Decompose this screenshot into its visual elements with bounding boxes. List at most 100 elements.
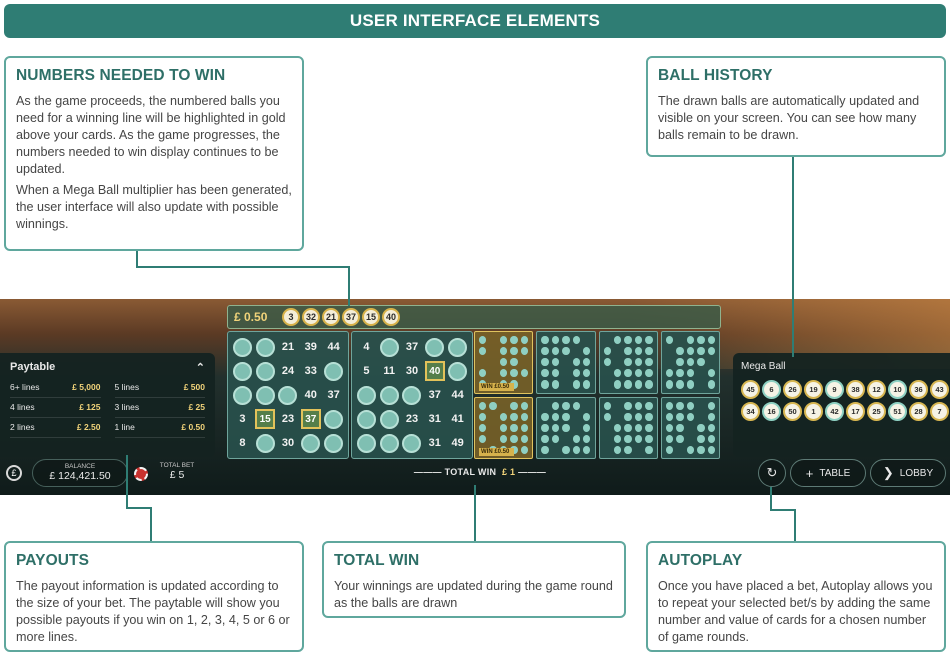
add-table-button[interactable]: +TABLE (790, 459, 866, 487)
card-cell[interactable]: 49 (447, 432, 468, 454)
mini-dot (520, 434, 529, 443)
mini-dot (686, 369, 695, 378)
card-cell[interactable]: 40 (300, 384, 321, 406)
paytable-payout: £ 25 (188, 402, 205, 412)
card-cell[interactable]: 15 (255, 408, 276, 430)
card-cell[interactable]: 33 (300, 360, 321, 382)
card-cell[interactable] (232, 360, 253, 382)
card-cell[interactable]: 40 (424, 360, 445, 382)
mini-card-dots (478, 335, 529, 390)
mini-card[interactable] (536, 396, 596, 459)
mini-dot (520, 347, 529, 356)
card-cell[interactable] (323, 360, 344, 382)
mini-card[interactable]: WIN £0.50 (474, 396, 534, 459)
card-cell[interactable] (255, 336, 276, 358)
card-cell[interactable] (447, 336, 468, 358)
mini-dot (489, 413, 496, 421)
mini-dot (613, 434, 622, 443)
card-cell[interactable] (424, 336, 445, 358)
paytable-row: 2 lines£ 2.50 (10, 422, 101, 438)
card-number: 39 (304, 341, 317, 353)
mini-card[interactable] (660, 396, 720, 459)
mini-dot (665, 380, 674, 389)
page-header: USER INTERFACE ELEMENTS (4, 4, 946, 38)
card-cell[interactable] (356, 432, 377, 454)
card-cell[interactable]: 21 (278, 336, 299, 358)
card-cell[interactable] (232, 336, 253, 358)
mini-dot (572, 380, 581, 389)
card-cell[interactable]: 30 (402, 360, 423, 382)
mini-dot (676, 446, 683, 454)
mini-card[interactable] (598, 396, 658, 459)
mini-dot (614, 402, 621, 410)
card-cell[interactable] (323, 432, 344, 454)
mini-dot (624, 358, 632, 367)
mini-card[interactable] (660, 331, 720, 394)
card-cell[interactable]: 23 (278, 408, 299, 430)
card-cell[interactable] (379, 432, 400, 454)
card-cell[interactable] (300, 432, 321, 454)
card-cell[interactable] (402, 384, 423, 406)
chevron-up-icon[interactable]: ⌃ (195, 362, 205, 374)
card-cell[interactable]: 3 (232, 408, 253, 430)
mini-card[interactable]: WIN £0.50 (474, 331, 534, 394)
card-cell[interactable]: 44 (447, 384, 468, 406)
card-cell[interactable]: 39 (300, 336, 321, 358)
card-cell[interactable] (379, 384, 400, 406)
card-cell[interactable]: 37 (300, 408, 321, 430)
card-cell[interactable] (402, 432, 423, 454)
mini-dot (613, 369, 622, 378)
card-cell[interactable] (356, 408, 377, 430)
card-cell[interactable]: 24 (278, 360, 299, 382)
card-number (232, 361, 252, 381)
mini-dot (551, 347, 560, 356)
mini-dot (604, 369, 611, 377)
card-cell[interactable]: 37 (402, 336, 423, 358)
mini-card[interactable] (536, 331, 596, 394)
card-number (356, 433, 376, 453)
balance-display: BALANCE £ 124,421.50 (32, 459, 128, 487)
card-cell[interactable] (278, 384, 299, 406)
card-cell[interactable]: 41 (447, 408, 468, 430)
card-cell[interactable] (356, 384, 377, 406)
card-cell[interactable]: 37 (323, 384, 344, 406)
history-ball: 7 (930, 402, 949, 421)
card-cell[interactable]: 11 (379, 360, 400, 382)
card-number: 40 (424, 361, 445, 381)
card-cell[interactable]: 23 (402, 408, 423, 430)
card-cell[interactable]: 8 (232, 432, 253, 454)
autoplay-button[interactable]: ↻ (758, 459, 786, 487)
mini-dot (665, 434, 674, 443)
mini-card[interactable] (598, 331, 658, 394)
callout-numbers-needed: NUMBERS NEEDED TO WIN As the game procee… (4, 56, 304, 251)
card-cell[interactable] (379, 336, 400, 358)
mini-dot (634, 412, 643, 421)
card-cell[interactable]: 4 (356, 336, 377, 358)
mini-dot (624, 423, 632, 432)
card-cell[interactable] (255, 432, 276, 454)
callout-autoplay: AUTOPLAY Once you have placed a bet, Aut… (646, 541, 946, 652)
mini-dot (707, 401, 715, 410)
history-ball: 1 (804, 402, 823, 421)
card-cell[interactable] (379, 408, 400, 430)
paytable-lines: 2 lines (10, 422, 35, 432)
paytable-lines: 1 line (114, 422, 135, 432)
mini-dot (614, 413, 621, 421)
lobby-button[interactable]: ❯LOBBY (870, 459, 946, 487)
card-cell[interactable] (255, 384, 276, 406)
card-cell[interactable]: 44 (323, 336, 344, 358)
card-cell[interactable] (255, 360, 276, 382)
card-cell[interactable]: 31 (424, 408, 445, 430)
card-cell[interactable] (323, 408, 344, 430)
card-cell[interactable]: 5 (356, 360, 377, 382)
paytable-payout: £ 0.50 (181, 422, 205, 432)
card-cell[interactable]: 31 (424, 432, 445, 454)
card-cell[interactable] (447, 360, 468, 382)
mini-dot (489, 424, 496, 432)
card-cell[interactable] (232, 384, 253, 406)
mini-dot (499, 358, 508, 367)
card-cell[interactable]: 37 (424, 384, 445, 406)
card-cell[interactable]: 30 (278, 432, 299, 454)
